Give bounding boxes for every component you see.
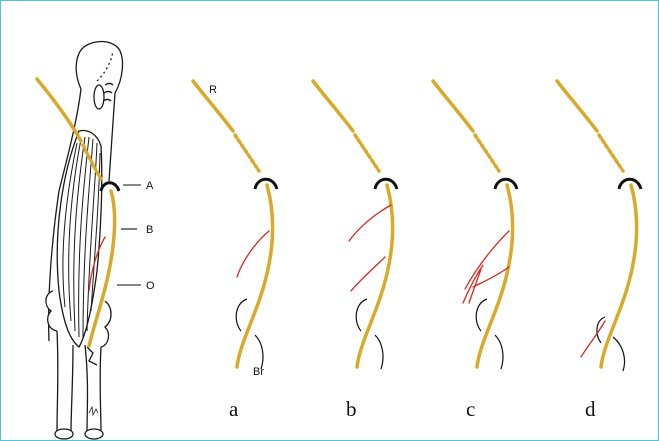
anatomy-callouts bbox=[117, 185, 141, 285]
panel-a-forearm bbox=[255, 335, 263, 369]
head-hatch-2 bbox=[104, 92, 112, 94]
panel-c-forearm bbox=[495, 335, 503, 369]
panel-a-nerve-dotted bbox=[235, 135, 259, 171]
panel-d-nerve-upper bbox=[557, 81, 597, 131]
panel-d-nerve-lower bbox=[601, 185, 637, 367]
panel-a bbox=[193, 81, 277, 369]
ulna-bone bbox=[85, 345, 88, 433]
nerve-label-br: Br bbox=[253, 366, 264, 378]
olecranon-notch bbox=[87, 347, 97, 365]
panel-d-epicondyle bbox=[597, 317, 605, 343]
label-a: A bbox=[146, 180, 154, 192]
panel-label-a: a bbox=[229, 397, 239, 421]
panel-label-d: d bbox=[585, 397, 596, 421]
radius-head-end bbox=[55, 429, 73, 439]
panel-b-branch-lower bbox=[351, 257, 385, 291]
lateral-epicondyle bbox=[46, 291, 57, 331]
nerve-label-r: R bbox=[209, 84, 217, 96]
ulna-head-end bbox=[85, 429, 103, 439]
humerus-illustration bbox=[46, 42, 123, 439]
panel-a-branch bbox=[237, 231, 269, 277]
panel-b-nerve-upper bbox=[313, 81, 353, 131]
nerve-upper-segment bbox=[37, 79, 81, 141]
medial-epicondyle bbox=[101, 301, 111, 347]
panel-b-epicondyle bbox=[356, 299, 367, 331]
ulna-bone-inner bbox=[100, 347, 101, 433]
panel-b-nerve-dotted bbox=[355, 135, 379, 171]
radius-bone bbox=[57, 331, 58, 433]
panel-c-epicondyle bbox=[476, 299, 487, 331]
panel-label-b: b bbox=[346, 397, 357, 421]
label-o: O bbox=[146, 280, 155, 292]
panel-d-branch bbox=[581, 321, 605, 357]
panel-a-nerve-lower bbox=[237, 185, 273, 367]
panel-d-forearm bbox=[613, 337, 625, 371]
signature-mark bbox=[89, 407, 98, 415]
humerus-shaft-right bbox=[109, 93, 115, 181]
panel-d-nerve-dotted bbox=[599, 135, 623, 171]
panel-b-branch-upper bbox=[349, 205, 391, 241]
panel-b-nerve-lower bbox=[357, 185, 393, 367]
radius-bone-inner bbox=[71, 345, 73, 433]
panel-label-c: c bbox=[466, 397, 475, 421]
panel-c bbox=[433, 81, 517, 369]
label-b: B bbox=[146, 224, 153, 236]
panel-d bbox=[557, 81, 641, 371]
panel-b-forearm bbox=[375, 335, 383, 369]
panel-c-nerve-dotted bbox=[475, 135, 499, 171]
panel-a-epicondyle bbox=[236, 299, 247, 331]
panel-b bbox=[313, 81, 397, 369]
panel-c-nerve-upper bbox=[433, 81, 473, 131]
